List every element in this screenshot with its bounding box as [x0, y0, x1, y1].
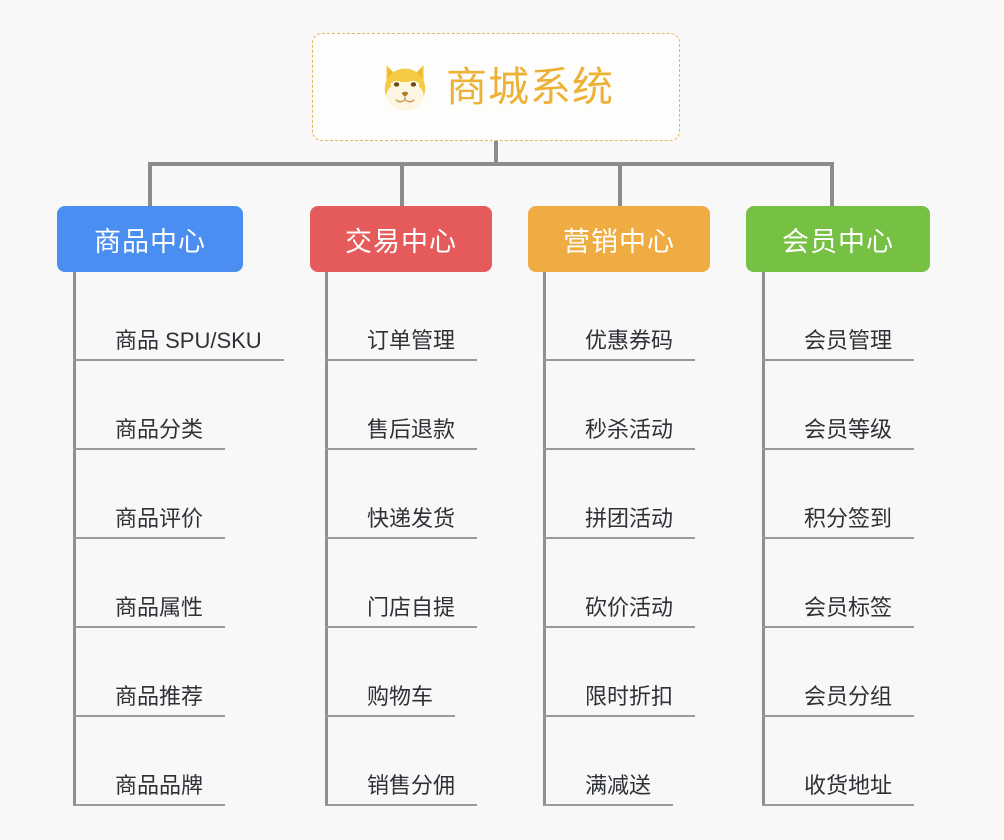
- leaf-label: 商品评价: [73, 506, 226, 539]
- leaf-item[interactable]: 商品推荐: [73, 628, 284, 717]
- category-label-3: 营销中心: [563, 226, 675, 257]
- leaf-label: 会员分组: [762, 684, 915, 717]
- drop-line-1: [148, 162, 152, 208]
- leaf-item[interactable]: 会员标签: [762, 539, 915, 628]
- leaf-item[interactable]: 优惠券码: [543, 272, 696, 361]
- leaf-label: 优惠券码: [543, 328, 696, 361]
- drop-line-3: [618, 162, 622, 208]
- leaf-item[interactable]: 秒杀活动: [543, 361, 696, 450]
- category-box-1[interactable]: 商品中心: [57, 206, 243, 272]
- branch-bus-line: [148, 162, 834, 166]
- leaf-label: 会员标签: [762, 595, 915, 628]
- drop-line-2: [400, 162, 404, 208]
- leaf-item[interactable]: 会员分组: [762, 628, 915, 717]
- leaf-item[interactable]: 商品分类: [73, 361, 284, 450]
- leaf-item[interactable]: 门店自提: [325, 539, 478, 628]
- leaf-label: 商品推荐: [73, 684, 226, 717]
- leaf-item[interactable]: 砍价活动: [543, 539, 696, 628]
- root-trunk-line: [494, 141, 498, 164]
- leaf-label: 商品品牌: [73, 773, 226, 806]
- branch-spine-3: [543, 272, 546, 806]
- leaf-item[interactable]: 积分签到: [762, 450, 915, 539]
- leaf-item[interactable]: 订单管理: [325, 272, 478, 361]
- leaf-label: 会员等级: [762, 417, 915, 450]
- branch-column-2: 订单管理 售后退款 快递发货 门店自提 购物车 销售分佣: [325, 272, 478, 806]
- leaf-label: 砍价活动: [543, 595, 696, 628]
- branch-spine-1: [73, 272, 76, 806]
- leaf-item[interactable]: 会员管理: [762, 272, 915, 361]
- leaf-label: 商品 SPU/SKU: [73, 328, 284, 361]
- leaf-label: 售后退款: [325, 417, 478, 450]
- leaf-label: 门店自提: [325, 595, 478, 628]
- leaf-label: 秒杀活动: [543, 417, 696, 450]
- leaf-item[interactable]: 限时折扣: [543, 628, 696, 717]
- branch-column-4: 会员管理 会员等级 积分签到 会员标签 会员分组 收货地址: [762, 272, 915, 806]
- leaf-item[interactable]: 售后退款: [325, 361, 478, 450]
- leaf-label: 商品属性: [73, 595, 226, 628]
- root-node[interactable]: 商城系统: [312, 33, 680, 141]
- leaf-label: 销售分佣: [325, 773, 478, 806]
- leaf-label: 限时折扣: [543, 684, 696, 717]
- leaf-label: 会员管理: [762, 328, 915, 361]
- leaf-label: 拼团活动: [543, 506, 696, 539]
- leaf-item[interactable]: 商品属性: [73, 539, 284, 628]
- leaf-label: 积分签到: [762, 506, 915, 539]
- category-box-2[interactable]: 交易中心: [310, 206, 492, 272]
- leaf-item[interactable]: 商品 SPU/SKU: [73, 272, 284, 361]
- leaf-label: 订单管理: [325, 328, 478, 361]
- leaf-item[interactable]: 快递发货: [325, 450, 478, 539]
- leaf-label: 收货地址: [762, 773, 915, 806]
- branch-spine-2: [325, 272, 328, 806]
- branch-column-1: 商品 SPU/SKU 商品分类 商品评价 商品属性 商品推荐 商品品牌: [73, 272, 284, 806]
- leaf-item[interactable]: 拼团活动: [543, 450, 696, 539]
- leaf-item[interactable]: 商品评价: [73, 450, 284, 539]
- leaf-item[interactable]: 收货地址: [762, 717, 915, 806]
- leaf-item[interactable]: 购物车: [325, 628, 477, 717]
- category-box-4[interactable]: 会员中心: [746, 206, 930, 272]
- leaf-item[interactable]: 满减送: [543, 717, 695, 806]
- category-label-4: 会员中心: [782, 226, 894, 257]
- leaf-label: 快递发货: [325, 506, 478, 539]
- root-title: 商城系统: [446, 63, 614, 110]
- branch-spine-4: [762, 272, 765, 806]
- leaf-item[interactable]: 会员等级: [762, 361, 915, 450]
- leaf-item[interactable]: 商品品牌: [73, 717, 284, 806]
- leaf-label: 满减送: [543, 773, 674, 806]
- drop-line-4: [830, 162, 834, 208]
- branch-column-3: 优惠券码 秒杀活动 拼团活动 砍价活动 限时折扣 满减送: [543, 272, 696, 806]
- category-label-1: 商品中心: [94, 226, 206, 257]
- category-box-3[interactable]: 营销中心: [528, 206, 710, 272]
- shiba-dog-face-icon: [378, 60, 432, 114]
- category-label-2: 交易中心: [345, 226, 457, 257]
- leaf-label: 商品分类: [73, 417, 226, 450]
- leaf-label: 购物车: [325, 684, 456, 717]
- leaf-item[interactable]: 销售分佣: [325, 717, 478, 806]
